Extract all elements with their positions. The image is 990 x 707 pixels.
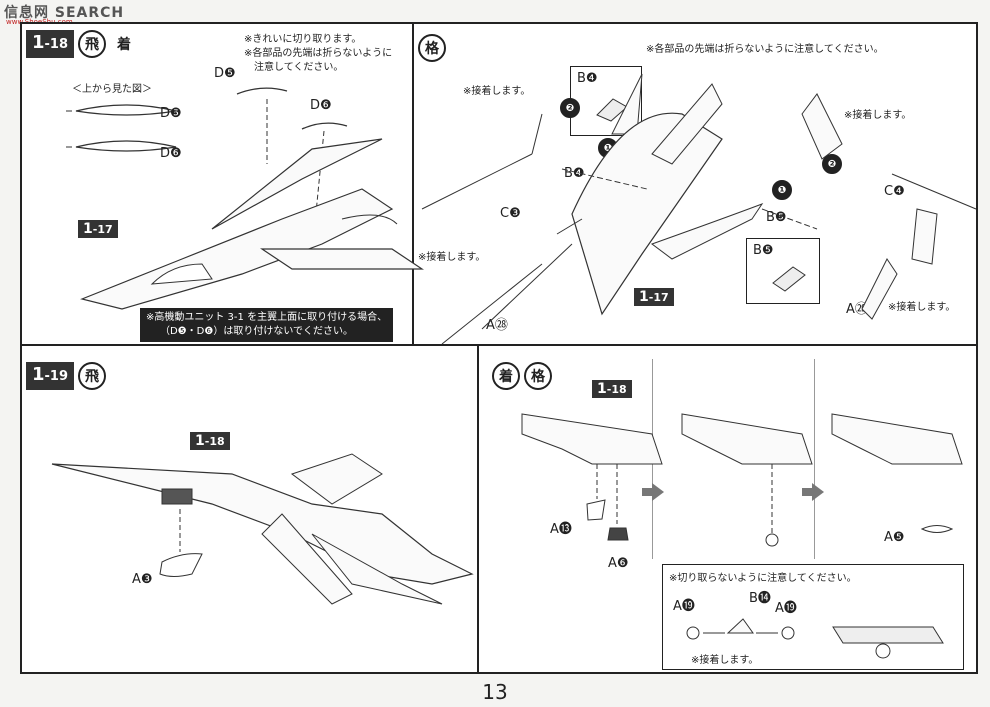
ref-tag-1-18: 1-18: [190, 432, 230, 450]
step-1-18-header: 1-18 飛 着: [26, 30, 139, 58]
part-label-b4: B❹: [564, 166, 585, 181]
divider-vertical-bottom: [477, 346, 479, 672]
step-marker-1b: ❶: [772, 180, 792, 200]
detail-box-gear: ※切り取らないように注意してください。 A⓳ B⓮ A⓳ ※接着します。: [662, 564, 964, 670]
top-view-label: ＜上から見た図＞: [72, 84, 152, 95]
divider-vertical-top: [412, 24, 414, 344]
part-label-a28: A㉘: [486, 318, 508, 333]
note-dont-break-2: 注意してください。: [254, 62, 344, 73]
note-glue-4: ※接着します。: [888, 302, 956, 313]
note-glue-5: ※接着します。: [691, 655, 759, 666]
step-marker-2b: ❷: [822, 154, 842, 174]
note-glue-1: ※接着します。: [463, 86, 531, 97]
note-dont-cut: ※切り取らないように注意してください。: [669, 573, 857, 584]
part-label-a5: A❺: [884, 530, 905, 545]
mode-icon-land: 着: [110, 30, 139, 58]
ship-diagram-1-18: [80, 87, 424, 310]
step-land-combat-header: 着 格: [492, 362, 552, 390]
part-label-b5: B❺: [766, 210, 787, 225]
note-dont-break-tips: ※各部品の先端は折らないように注意してください。: [646, 44, 884, 55]
part-label-d5: D❺: [214, 66, 236, 81]
part-label-a3: A❸: [132, 572, 153, 587]
next-arrow-2: [812, 483, 824, 501]
part-label-d6-top: D❻: [160, 146, 182, 161]
ref-tag-1-18-b: 1-18: [592, 380, 632, 398]
part-label-d5-top: D❺: [160, 106, 182, 121]
part-label-a6: A❻: [608, 556, 629, 571]
step-1-19-header: 1-19 飛: [26, 362, 107, 390]
mode-icon-land-2: 着: [492, 362, 520, 390]
ship-diagram-combat: [421, 73, 977, 345]
part-label-a19-left: A⓳: [673, 599, 695, 614]
part-label-b4-box: B❹: [577, 71, 598, 86]
page-number: 13: [482, 680, 508, 704]
ref-tag-1-17: 1-17: [78, 220, 118, 238]
note-glue-2: ※接着します。: [844, 110, 912, 121]
top-view-diagram: [66, 104, 177, 152]
step-number: 1-18: [26, 30, 75, 58]
note-cut-clean: ※きれいに切り取ります。: [244, 34, 362, 45]
note-glue-3: ※接着します。: [418, 252, 486, 263]
landing-gear-diagrams: [521, 413, 963, 547]
ship-diagram-1-19: [51, 453, 474, 605]
next-arrow-body-2: [802, 488, 812, 496]
mode-icon-combat-2: 格: [524, 362, 552, 390]
instruction-sheet: 1-18 飛 着 ※きれいに切り取ります。 ※各部品の先端は折らないように 注意…: [20, 22, 978, 674]
step-number-1-19: 1-19: [26, 362, 75, 390]
part-label-c4: C❹: [884, 184, 905, 199]
part-label-a19-right: A⓳: [775, 601, 797, 616]
part-label-b5-box: B❺: [753, 243, 774, 258]
divider-horizontal: [22, 344, 976, 346]
part-label-a13: A⓭: [550, 522, 572, 537]
mode-icon-combat: 格: [418, 34, 446, 62]
divider-sub-2: [814, 359, 815, 559]
warning-box: ※高機動ユニット 3-1 を主翼上面に取り付ける場合、 （D❺・D❻）は取り付け…: [140, 308, 394, 342]
part-label-b14: B⓮: [749, 591, 771, 606]
note-dont-break-1: ※各部品の先端は折らないように: [244, 48, 393, 59]
ref-tag-1-17-b: 1-17: [634, 288, 674, 306]
part-label-a29: A㉙: [846, 302, 868, 317]
next-arrow-1: [652, 483, 664, 501]
next-arrow-body-1: [642, 488, 652, 496]
mode-icon-fly-2: 飛: [78, 362, 107, 390]
step-combat-header: 格: [418, 34, 446, 62]
mode-icon-fly: 飛: [78, 30, 107, 58]
warning-line-2: （D❺・D❻）は取り付けないでください。: [160, 326, 354, 337]
watermark-logo: 信息网 SEARCH: [4, 5, 125, 21]
detail-box-b5: B❺: [746, 238, 820, 304]
warning-line-1: ※高機動ユニット 3-1 を主翼上面に取り付ける場合、: [146, 312, 388, 323]
step-marker-2a: ❷: [560, 98, 580, 118]
part-label-d6: D❻: [310, 98, 332, 113]
part-label-c3: C❸: [500, 206, 521, 221]
